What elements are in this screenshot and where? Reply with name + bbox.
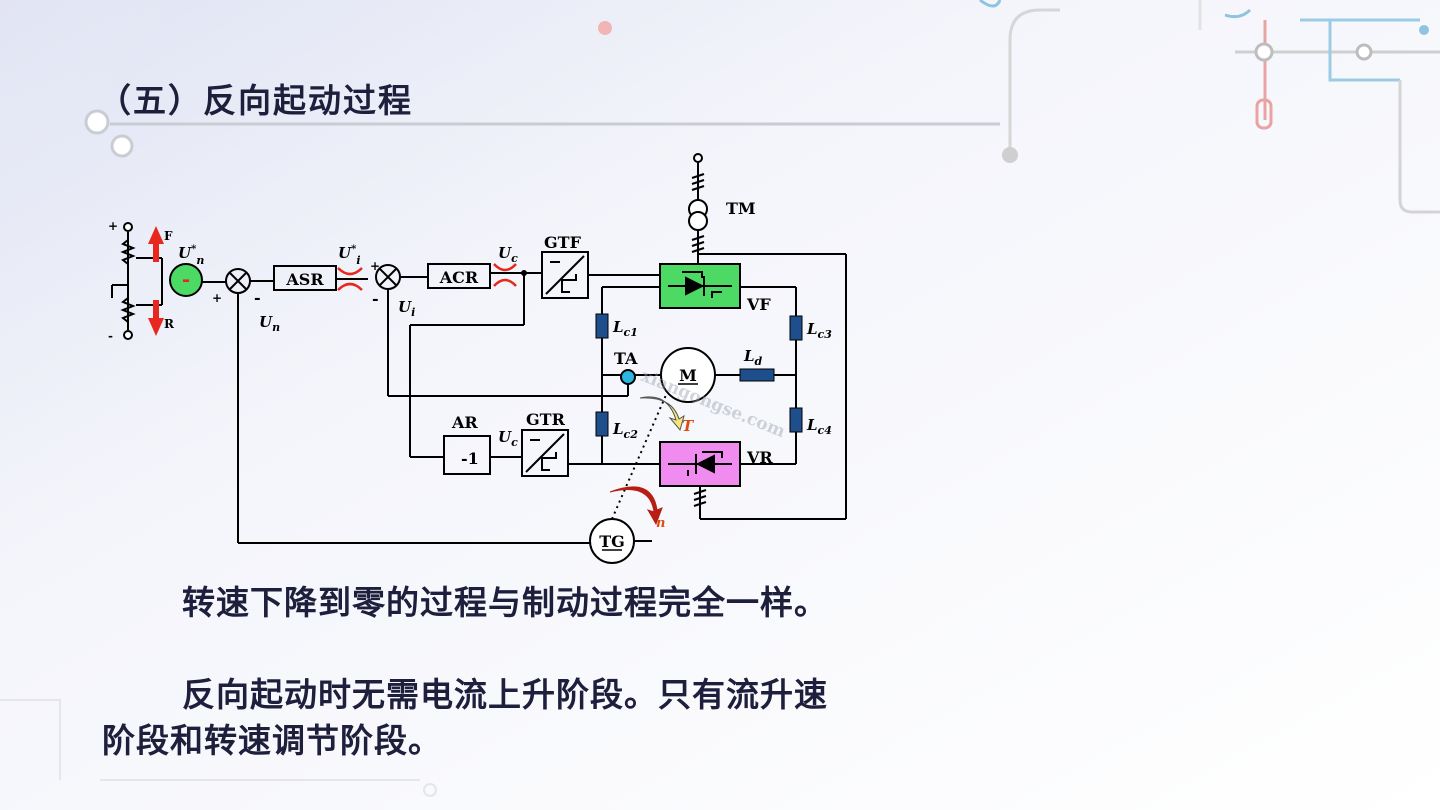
lc4-label: Lc4 — [806, 416, 832, 437]
acr-label: ACR — [439, 268, 479, 287]
ar-label: AR — [451, 413, 478, 432]
lc1-label: Lc1 — [612, 318, 638, 339]
inductor-lc2 — [595, 411, 609, 437]
pot-minus-sign: - — [108, 329, 113, 343]
sum1-minus-sign: - — [254, 288, 261, 307]
pot-resistor-lower — [120, 297, 136, 323]
asr-label: ASR — [285, 270, 324, 289]
inverter-amplifier — [169, 263, 203, 297]
ar-gain-label: -1 — [461, 449, 479, 468]
paragraph-1: 转速下降到零的过程与制动过程完全一样。 — [182, 583, 828, 622]
uc-label: Uc — [498, 244, 518, 265]
gtr-label: GTR — [526, 410, 566, 429]
bottom-decoration — [0, 699, 437, 797]
pot-f-label: F — [164, 229, 173, 243]
tg-label: TG — [599, 532, 625, 551]
ta-current-sensor — [620, 369, 636, 385]
paragraph-2: 反向起动时无需电流上升阶段。只有流升速阶段和转速调节阶段。 — [102, 675, 828, 760]
speed-arrow — [609, 486, 663, 526]
torque-label: T — [682, 417, 695, 435]
circuit-decoration — [598, 0, 1440, 214]
pot-resistor-upper — [120, 239, 136, 265]
inductor-ld — [739, 368, 775, 382]
sum2-plus-sign: + — [370, 259, 380, 273]
uc-bar-label: Uc — [498, 428, 518, 449]
inductor-lc1 — [595, 313, 609, 339]
vf-label: VF — [746, 295, 771, 314]
pot-plus-sign: + — [108, 219, 118, 233]
gtf-label: GTF — [544, 233, 582, 252]
pot-r-label: R — [164, 317, 175, 331]
motor — [660, 347, 716, 403]
sum2-minus-sign: - — [372, 289, 379, 308]
sum1-plus-sign: + — [212, 291, 222, 305]
speed-label: n — [656, 516, 665, 531]
tm-transformer-coil-2 — [688, 211, 708, 231]
ui-label: Ui — [398, 298, 415, 319]
ld-label: Ld — [743, 347, 763, 368]
pot-arrows — [148, 226, 164, 336]
inductor-lc3 — [789, 315, 803, 341]
ar-block — [443, 435, 491, 475]
inverter-sign: - — [182, 267, 190, 291]
lc3-label: Lc3 — [806, 320, 832, 341]
slide-title: （五）反向起动过程 — [98, 81, 413, 120]
title-decor-line — [84, 109, 1000, 158]
tm-terminal — [693, 153, 703, 163]
vr-label: VR — [746, 448, 773, 467]
gtr-block — [521, 429, 569, 477]
lc2-label: Lc2 — [612, 420, 638, 441]
un-label: Un — [259, 313, 280, 334]
acr-block — [427, 263, 491, 289]
ta-label: TA — [614, 349, 638, 368]
inductor-lc4 — [789, 407, 803, 433]
torque-arrow — [639, 396, 685, 432]
un-star-label: U*n — [178, 244, 204, 267]
limiter-marks — [337, 263, 517, 291]
motor-label: M — [679, 366, 697, 385]
tm-label: TM — [726, 199, 756, 218]
ui-star-label: U*i — [338, 244, 361, 267]
